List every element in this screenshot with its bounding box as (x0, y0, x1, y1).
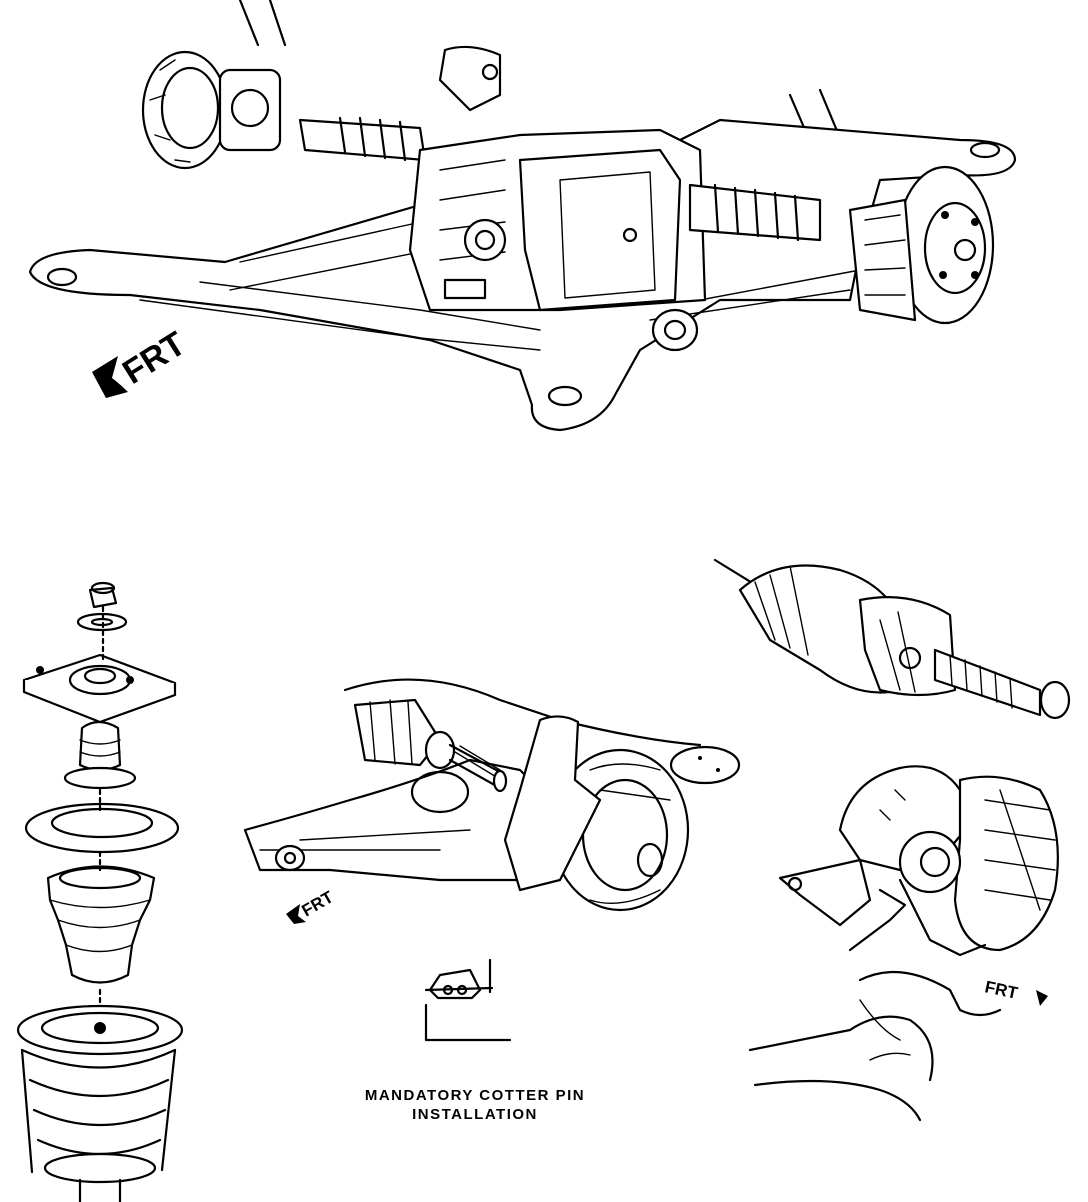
hub-knuckle-detail (748, 765, 1059, 1122)
caption-line-2: INSTALLATION (412, 1106, 538, 1123)
axle-shaft-detail (713, 558, 1071, 720)
caption-line-1: MANDATORY COTTER PIN (364, 1087, 586, 1104)
knuckle-control-arm-view (243, 678, 741, 912)
frt-arrow-icon-hub (1036, 990, 1048, 1006)
cotter-pin-detail (424, 958, 512, 1042)
frt-arrow-icon-knuckle (286, 904, 306, 924)
cotter-pin-caption: MANDATORY COTTER PIN INSTALLATION (330, 1086, 620, 1124)
frt-label-main: FRT (116, 324, 192, 391)
cradle-assembly-illustration (28, 0, 1017, 432)
strut-exploded-view (16, 581, 184, 1202)
frt-label-knuckle: FRT (299, 887, 338, 920)
frt-arrow-icon (92, 356, 128, 398)
frt-label-hub: FRT (983, 977, 1020, 1003)
